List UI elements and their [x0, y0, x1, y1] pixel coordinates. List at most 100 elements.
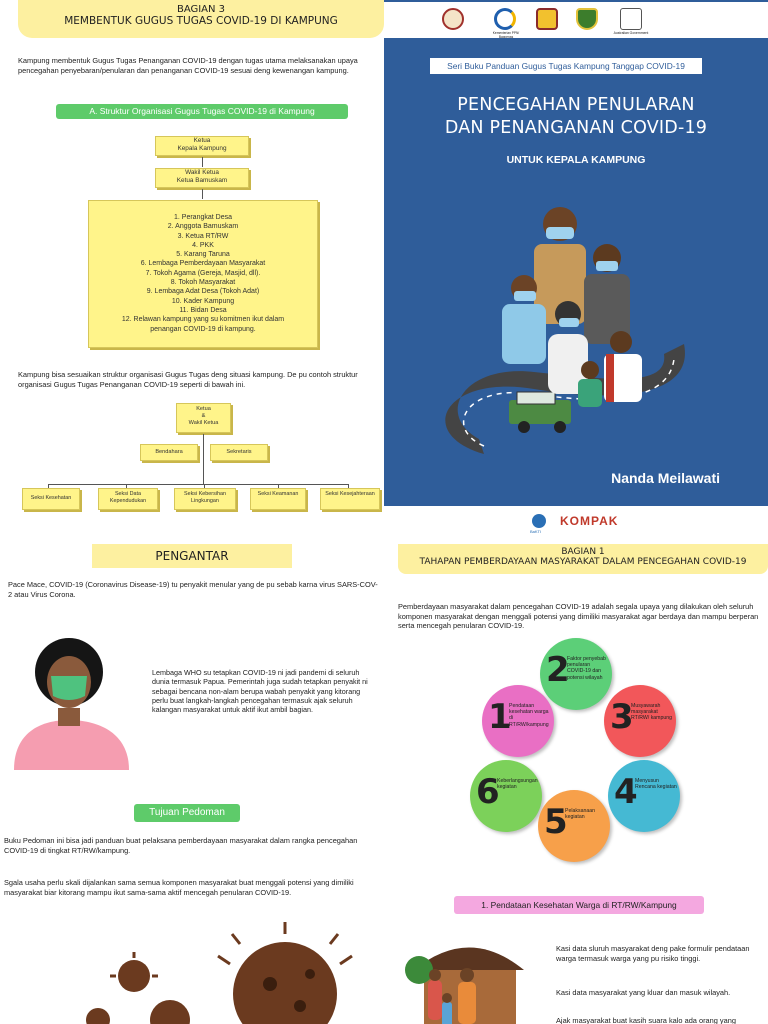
child-figure-icon [578, 361, 602, 407]
bappenas-logo-icon [494, 8, 516, 30]
org-seksi: Seksi Kesehatan [22, 488, 80, 510]
bakti-logo-text: BaKTI [530, 529, 542, 534]
arrow-line [202, 157, 203, 167]
step-6-circle: 6 Keberlangsungan kegiatan [470, 760, 542, 832]
member-item: 3. Ketua RT/RW [177, 232, 229, 240]
section-title-tujuan: Tujuan Pedoman [134, 804, 240, 822]
chapter-number: BAGIAN 3 [176, 4, 226, 15]
pengantar-p1: Pace Mace, COVID-19 (Coronavirus Disease… [8, 580, 378, 599]
page-bagian-3: BAGIAN 3 MEMBENTUK GUGUS TUGAS COVID-19 … [0, 0, 384, 540]
step-number: 5 [544, 802, 568, 842]
pendataan-point-2: Kasi data masyarakat yang kluar dan masu… [556, 988, 731, 997]
org-bendahara: Bendahara [140, 444, 198, 461]
cover-title-line-1: PENCEGAHAN PENULARAN [457, 95, 695, 115]
cover-panel: Seri Buku Panduan Gugus Tugas Kampung Ta… [384, 38, 768, 506]
step-text: Pelaksanaan kegiatan [565, 808, 595, 821]
member-item: 6. Lembaga Pemberdayaan Masyarakat [140, 260, 266, 268]
step-text: Faktor penyebab penularan COVID-19 dan p… [567, 656, 606, 681]
australian-gov-crest-icon [620, 8, 642, 30]
step-text: Pendataan kesehatan warga di RT/RW/kampu… [509, 703, 549, 728]
box-ketua: Ketua Kepala Kampung [155, 136, 249, 156]
university-seal-icon [442, 8, 464, 30]
org-sekretaris: Sekretaris [210, 444, 268, 461]
member-item: 4. PKK [192, 241, 214, 249]
pengantar-p2: Lembaga WHO su tetapkan COVID-19 ni jadi… [152, 668, 368, 715]
pastor-figure-icon [604, 331, 642, 402]
org-seksi: Seksi Kesejahteraan [320, 488, 380, 510]
province-emblem-icon [536, 8, 558, 30]
arrow-line [202, 189, 203, 199]
tujuan-p2: Sgala usaha perlu skali dijalankan sama … [4, 878, 354, 897]
page-pengantar: PENGANTAR Pace Mace, COVID-19 (Coronavir… [0, 540, 384, 1024]
chapter-banner: BAGIAN 3 MEMBENTUK GUGUS TUGAS COVID-19 … [18, 0, 384, 38]
section-title-pendataan: 1. Pendataan Kesehatan Warga di RT/RW/Ka… [454, 896, 704, 914]
member-item: 12. Relawan kampung yang su komitmen iku… [121, 316, 285, 333]
intro-paragraph: Kampung membentuk Gugus Tugas Penanganan… [18, 56, 358, 75]
connector [278, 484, 279, 490]
step-2-circle: 2 Faktor penyebab penularan COVID-19 dan… [540, 638, 612, 710]
virus-illustration [86, 922, 353, 1024]
cover-illustration [445, 207, 685, 454]
member-item: 7. Tokoh Agama (Gereja, Masjid, dll). [145, 269, 261, 277]
book-cover: Kementerian PPN/ Bappenas Australian Gov… [384, 0, 768, 540]
page-bagian-1: BAGIAN 1 TAHAPAN PEMBERDAYAAN MASYARAKAT… [384, 540, 768, 1024]
pendataan-point-1: Kasi data sluruh masyarakat deng pake fo… [556, 944, 750, 963]
bagian1-number: BAGIAN 1 [561, 547, 605, 557]
cover-title: PENCEGAHAN PENULARAN DAN PENANGANAN COVI… [384, 94, 768, 140]
step-4-circle: 4 Menyusun Rencana kegiatan [608, 760, 680, 832]
police-figure-icon [584, 244, 630, 344]
member-item: 9. Lembaga Adat Desa (Tokoh Adat) [146, 288, 260, 296]
cover-subtitle: UNTUK KEPALA KAMPUNG [506, 154, 646, 166]
connector [203, 434, 204, 484]
section-title-struktur: A. Struktur Organisasi Gugus Tugas COVID… [56, 104, 348, 119]
step-3-circle: 3 Musyawarah masyarakat RT/RW/ kampung [604, 685, 676, 757]
pengantar-banner: PENGANTAR [92, 544, 292, 568]
step-number: 6 [476, 772, 500, 812]
box-members: 1. Perangkat Desa 2. Anggota Bamuskam 3.… [88, 200, 318, 348]
step-1-circle: 1 Pendataan kesehatan warga di RT/RW/kam… [482, 685, 554, 757]
member-item: 8. Tokoh Masyarakat [170, 279, 236, 287]
note-paragraph: Kampung bisa sesuaikan struktur organisa… [18, 370, 358, 389]
australian-gov-caption: Australian Government [613, 31, 649, 35]
regency-emblem-icon [576, 8, 598, 30]
masked-woman-illustration [14, 638, 129, 770]
org-seksi: Seksi Kebersihan Lingkungan [174, 488, 236, 510]
connector [126, 484, 127, 490]
step-number: 3 [610, 697, 634, 737]
footer-logos: BaKTI KOMPAK [384, 506, 768, 540]
nurse-figure-icon [502, 275, 546, 364]
series-label: Seri Buku Panduan Gugus Tugas Kampung Ta… [430, 58, 702, 74]
bagian1-banner: BAGIAN 1 TAHAPAN PEMBERDAYAAN MASYARAKAT… [398, 544, 768, 574]
connector [348, 484, 349, 490]
tujuan-p1: Buku Pedoman ini bisa jadi panduan buat … [4, 836, 358, 855]
member-item: 11. Bidan Desa [179, 306, 227, 314]
member-item: 5. Karang Taruna [176, 251, 230, 259]
member-item: 2. Anggota Bamuskam [167, 223, 239, 231]
box-wakil-ketua: Wakil Ketua Ketua Bamuskam [155, 168, 249, 188]
member-item: 10. Kader Kampung [171, 297, 235, 305]
org-seksi: Seksi Data Kependudukan [98, 488, 158, 510]
cover-author: Nanda Meilawati [611, 470, 720, 486]
kompak-logo: KOMPAK [560, 514, 619, 528]
woman-figure-icon [548, 301, 588, 394]
connector [48, 484, 348, 485]
jeep-icon [509, 391, 571, 433]
connector [48, 484, 49, 490]
step-text: Musyawarah masyarakat RT/RW/ kampung [631, 703, 673, 722]
pendataan-point-3: Ajak masyarakat buat kasih suara kalo ad… [556, 1016, 736, 1024]
org-ketua: Ketua & Wakil Ketua [176, 403, 231, 433]
step-text: Menyusun Rencana kegiatan [635, 778, 677, 791]
step-number: 1 [488, 697, 512, 737]
member-item: 1. Perangkat Desa [174, 214, 232, 221]
cover-title-line-2: DAN PENANGANAN COVID-19 [444, 117, 708, 138]
step-number: 4 [614, 772, 638, 812]
bagian1-title: TAHAPAN PEMBERDAYAAN MASYARAKAT DALAM PE… [419, 557, 747, 567]
org-seksi: Seksi Keamanan [250, 488, 306, 510]
bappenas-logo-caption: Kementerian PPN/ Bappenas [492, 31, 520, 39]
connector [204, 484, 205, 490]
step-5-circle: 5 Pelaksanaan kegiatan [538, 790, 610, 862]
bagian1-intro: Pemberdayaan masyarakat dalam pencegahan… [398, 602, 759, 631]
logo-bar: Kementerian PPN/ Bappenas Australian Gov… [384, 0, 768, 39]
bakti-logo-icon [532, 514, 546, 528]
village-hut-illustration [405, 947, 524, 1024]
